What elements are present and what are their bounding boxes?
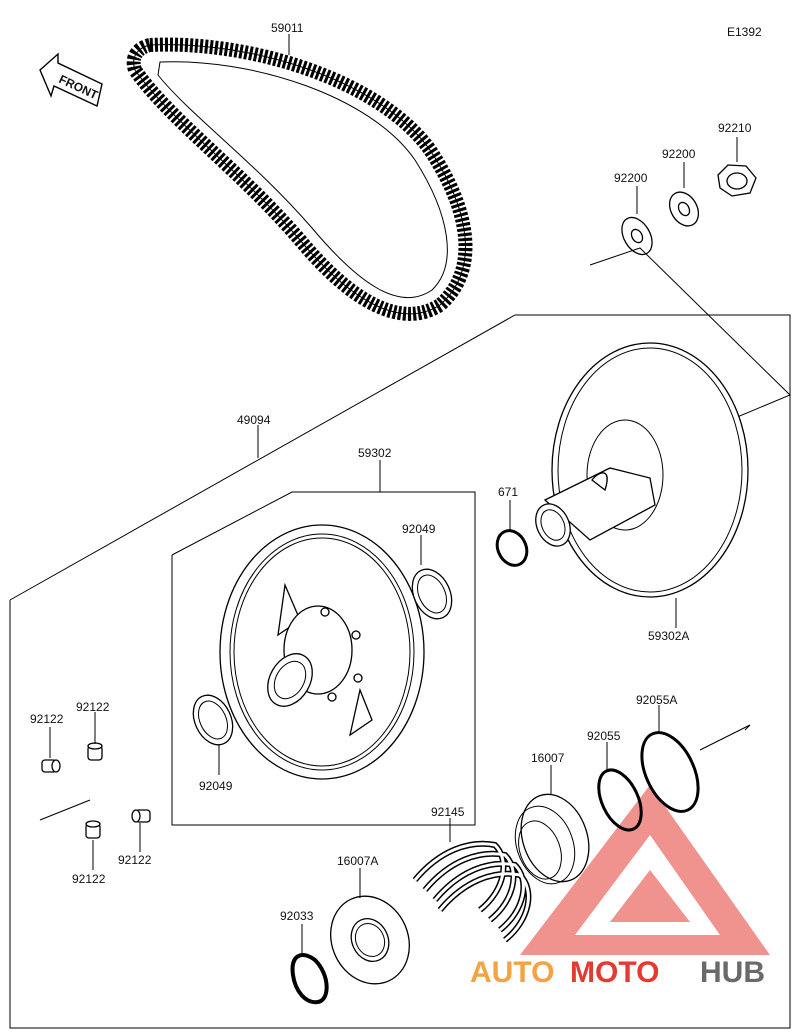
front-arrow-icon: FRONT <box>39 52 103 108</box>
label-92210: 92210 <box>718 121 752 135</box>
label-59302A: 59302A <box>648 629 689 643</box>
svg-text:MOTO: MOTO <box>570 956 659 989</box>
cam-a <box>330 895 410 985</box>
label-92145: 92145 <box>431 805 465 819</box>
label-92033: 92033 <box>280 909 314 923</box>
label-59302: 59302 <box>358 446 392 460</box>
label-92055A: 92055A <box>636 693 677 707</box>
label-92122-3: 92122 <box>72 872 106 886</box>
watermark-logo <box>520 785 770 955</box>
label-92122-1: 92122 <box>30 712 64 726</box>
ring-671 <box>495 529 529 567</box>
oring-92055 <box>597 768 643 832</box>
ramp-shoe-3 <box>85 820 101 839</box>
ramp-shoe-1 <box>41 759 61 773</box>
label-92200-right: 92200 <box>662 147 696 161</box>
label-92049-top: 92049 <box>402 522 436 536</box>
washer-right <box>668 191 700 227</box>
label-92055: 92055 <box>587 729 621 743</box>
fixed-sheave <box>219 524 425 780</box>
label-92122-4: 92122 <box>118 853 152 867</box>
spring <box>412 840 532 943</box>
moving-sheave <box>535 342 749 598</box>
diagram-code: E1392 <box>727 25 762 39</box>
label-49094: 49094 <box>237 413 271 427</box>
watermark-text: AUTO MOTO HUB <box>470 956 765 989</box>
cam <box>514 793 590 885</box>
oring-92055A <box>640 731 700 813</box>
svg-text:HUB: HUB <box>700 956 765 989</box>
bushing-top <box>411 568 453 620</box>
svg-text:AUTO: AUTO <box>470 956 554 989</box>
label-671: 671 <box>498 485 518 499</box>
washer-left <box>621 216 653 256</box>
label-16007: 16007 <box>531 751 565 765</box>
nut <box>717 164 757 197</box>
bushing-bottom <box>192 694 234 746</box>
ramp-shoe-4 <box>131 809 151 823</box>
label-92122-2: 92122 <box>76 700 110 714</box>
snap-ring <box>290 953 329 1005</box>
ramp-shoe-2 <box>87 742 103 761</box>
drive-belt <box>126 37 473 321</box>
label-59011: 59011 <box>271 21 304 35</box>
label-92049-bottom: 92049 <box>199 779 233 793</box>
label-92200-left: 92200 <box>614 171 648 185</box>
label-16007A: 16007A <box>337 854 378 868</box>
